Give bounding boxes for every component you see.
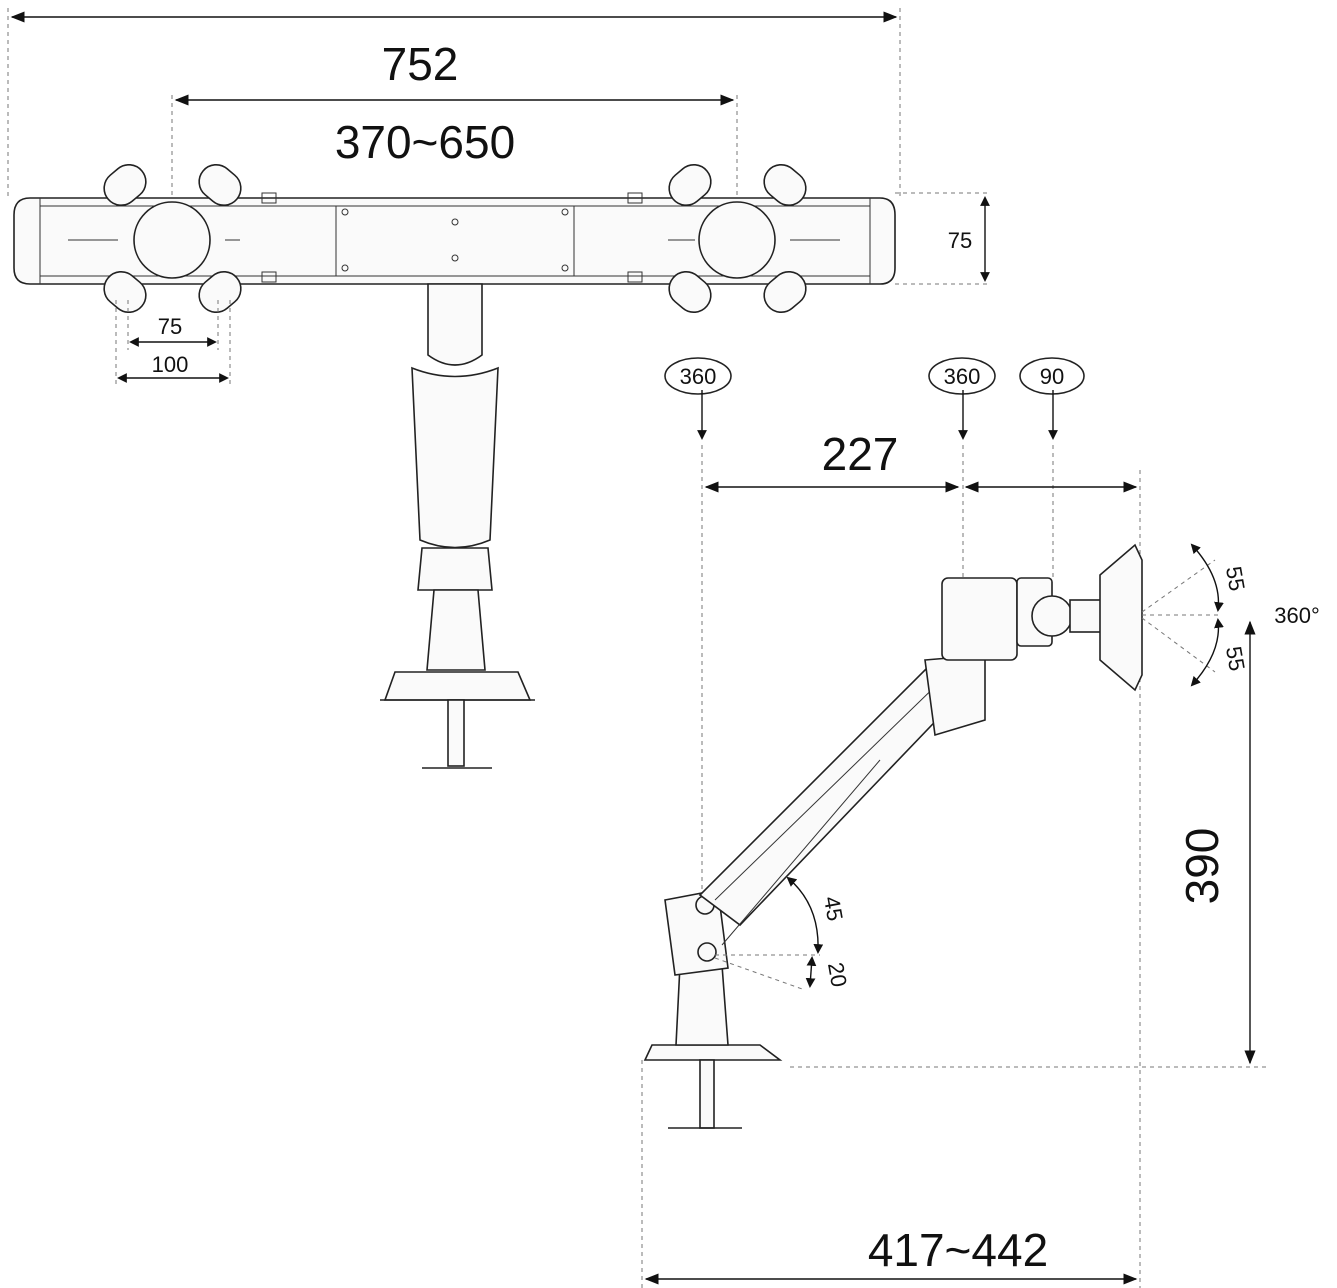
side-vesa-plate xyxy=(1099,543,1143,692)
vesa-small-label: 75 xyxy=(158,314,182,339)
bar-clip xyxy=(627,271,643,283)
ball-joint xyxy=(1031,595,1073,637)
head-tilt-up-arc xyxy=(1190,543,1224,612)
head-tilt-down-arc xyxy=(1190,618,1224,687)
clamp-screw xyxy=(447,699,465,767)
arm-tilt-down-label: 20 xyxy=(823,960,852,988)
base-swivel-indicator: 360 xyxy=(664,357,732,440)
head-swivel-label: 90 xyxy=(1040,364,1064,389)
vesa-neck xyxy=(1069,599,1103,633)
screen-rotation-label: 360° xyxy=(1274,603,1320,628)
base-plate xyxy=(383,671,532,701)
screw xyxy=(451,218,459,226)
screw xyxy=(341,208,349,216)
screw xyxy=(561,208,569,216)
arm-tilt-up-arc xyxy=(786,876,824,954)
pole xyxy=(426,589,486,671)
arm-tilt-down-arc xyxy=(805,956,817,988)
head-tilt-up-label: 55 xyxy=(1221,564,1250,592)
bar-clip xyxy=(627,192,643,204)
base-swivel-label: 360 xyxy=(680,364,717,389)
screw xyxy=(451,254,459,262)
front-arm xyxy=(411,366,499,549)
max-height-label: 390 xyxy=(1176,828,1228,905)
arm-tilt-up-label: 45 xyxy=(819,894,848,922)
head-swivel-indicator: 90 xyxy=(1019,357,1085,440)
arm-length-label: 227 xyxy=(822,428,899,480)
bar-height-label: 75 xyxy=(948,228,972,253)
vesa-large-label: 100 xyxy=(152,352,189,377)
front-view: 752 370~650 xyxy=(7,8,990,769)
head-housing xyxy=(941,577,1018,661)
cross-bar xyxy=(13,197,896,285)
pivot-lower xyxy=(697,942,717,962)
base-to-monitor-label: 417~442 xyxy=(868,1224,1048,1276)
elbow-swivel-indicator: 360 xyxy=(928,357,996,440)
arm-joint xyxy=(417,547,493,591)
elbow-swivel-label: 360 xyxy=(944,364,981,389)
screw xyxy=(561,264,569,272)
vesa-plate-left xyxy=(68,163,242,314)
center-range-label: 370~650 xyxy=(335,116,515,168)
center-plate xyxy=(335,205,575,277)
vesa-plate-right xyxy=(668,163,840,314)
screw xyxy=(341,264,349,272)
bar-clip xyxy=(261,192,277,204)
head-tilt-down-label: 55 xyxy=(1221,644,1250,672)
side-base-plate xyxy=(643,1044,783,1061)
side-clamp-screw xyxy=(699,1059,715,1129)
bar-clip xyxy=(261,271,277,283)
overall-width-label: 752 xyxy=(382,38,459,90)
side-view: 360 360 90 227 xyxy=(641,357,1320,1288)
elbow-joint xyxy=(924,654,986,737)
pole-head xyxy=(427,283,483,366)
side-pole xyxy=(675,964,729,1046)
